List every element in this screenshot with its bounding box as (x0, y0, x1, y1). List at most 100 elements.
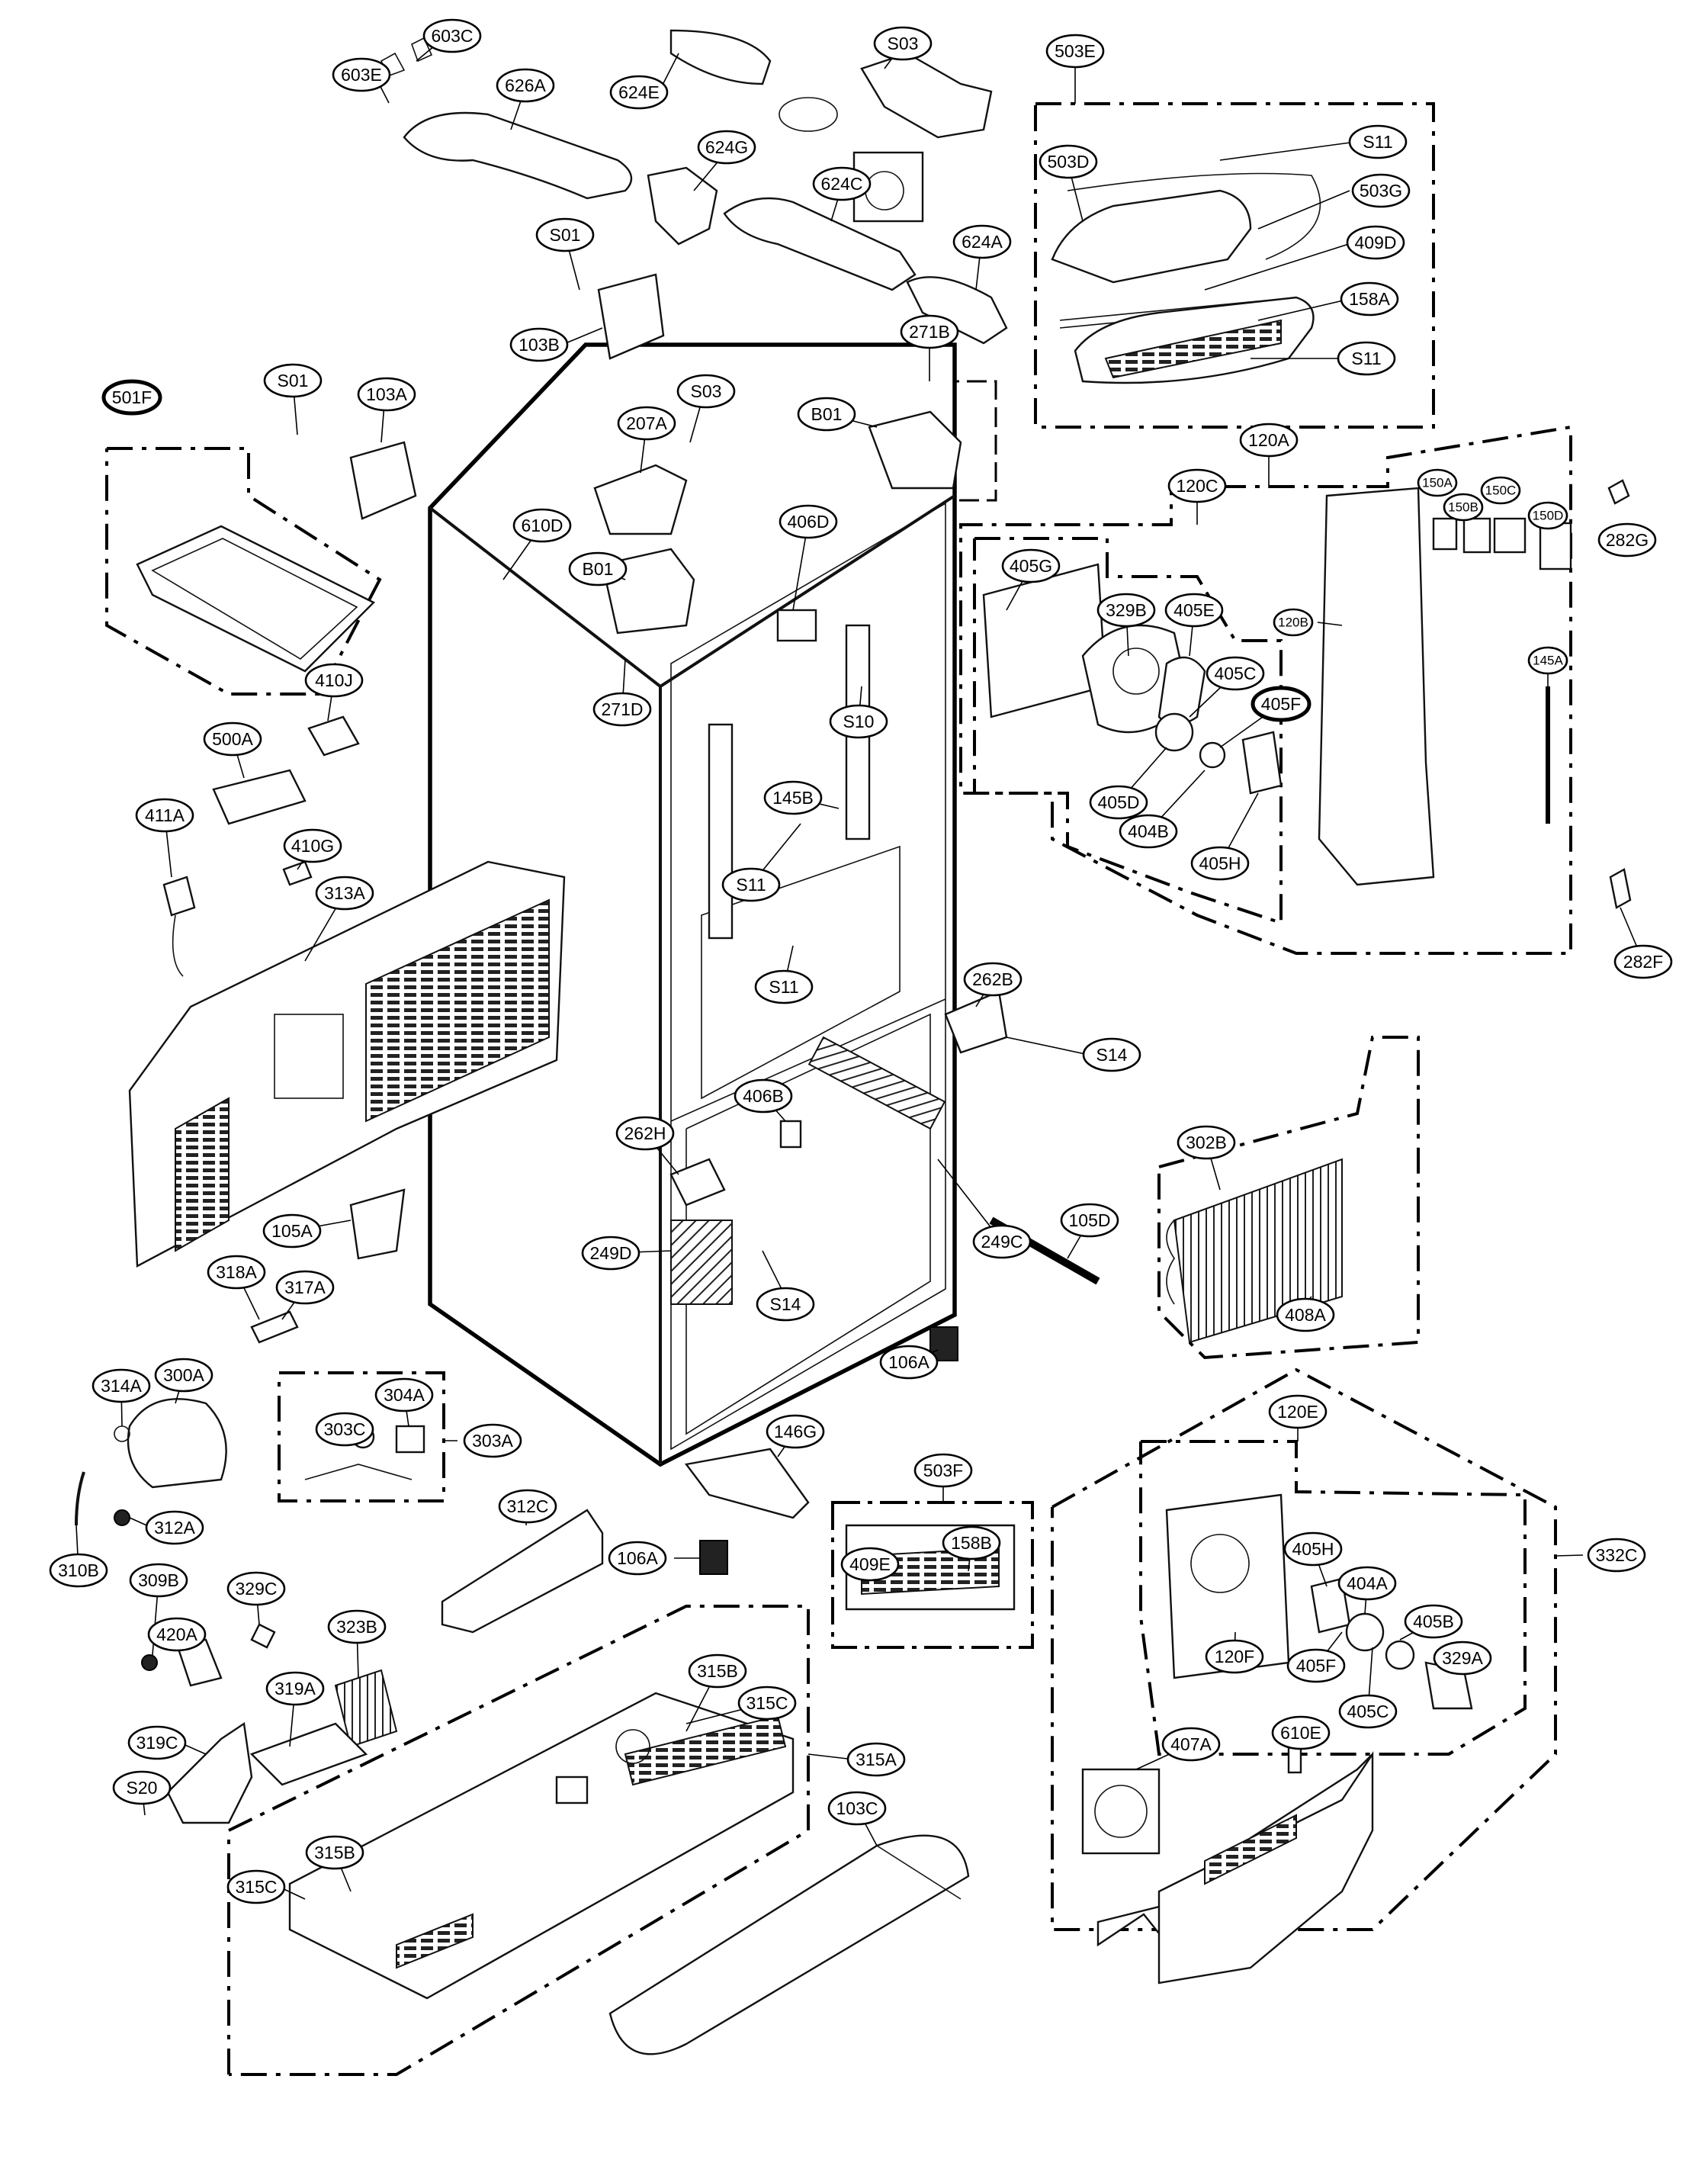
callout-ellipse (263, 363, 323, 398)
callout-406b: 406B (734, 1078, 793, 1114)
callout-408a: 408A (1276, 1297, 1335, 1332)
callout-ellipse (721, 867, 781, 902)
callout-ellipse (779, 504, 838, 539)
callout-ellipse (1480, 476, 1521, 505)
callout-text: 105A (271, 1221, 313, 1241)
hinge-207A (593, 464, 688, 535)
callout-text: 158B (951, 1533, 992, 1553)
cover-312C (441, 1509, 604, 1634)
bracket-146G (684, 1448, 810, 1519)
callout-303a: 303A (463, 1423, 522, 1458)
callout-s03b: S03 (676, 374, 736, 409)
callout-text: 120B (1278, 615, 1308, 630)
callout-text: 319C (136, 1733, 178, 1753)
callout-ellipse (1613, 944, 1673, 979)
callout-text: 329C (236, 1579, 278, 1599)
callout-ellipse (145, 1510, 204, 1545)
callout-103a: 103A (357, 377, 416, 412)
callout-ellipse (1404, 1604, 1463, 1639)
callout-text: S14 (770, 1294, 801, 1314)
callout-ellipse (592, 692, 652, 727)
callout-ellipse (763, 780, 823, 815)
callout-text: 282F (1623, 952, 1663, 972)
callout-ellipse (129, 1563, 188, 1598)
callout-ellipse (147, 1617, 207, 1652)
callout-ellipse (1045, 34, 1105, 69)
callout-329c: 329C (226, 1571, 286, 1606)
callout-ellipse (1177, 1125, 1236, 1160)
callout-text: 624E (618, 82, 660, 102)
callout-ellipse (49, 1553, 108, 1588)
callout-text: 150B (1448, 500, 1478, 515)
callout-text: S14 (1096, 1045, 1128, 1065)
callout-ellipse (1119, 814, 1178, 849)
hinge-271B (868, 410, 962, 490)
callout-ellipse (101, 379, 162, 416)
bracket-262H (669, 1158, 726, 1207)
callout-503d: 503D (1039, 144, 1098, 179)
callout-text: 262H (624, 1123, 666, 1143)
callout-text: 624A (962, 232, 1003, 252)
callout-text: 309B (138, 1570, 179, 1590)
callout-409d: 409D (1346, 225, 1405, 260)
callout-s11c: S11 (721, 867, 781, 902)
callout-404a: 404A (1337, 1566, 1397, 1601)
callout-315c: 315C (737, 1686, 797, 1721)
callout-text: 624C (821, 174, 863, 194)
callout-ellipse (900, 314, 959, 349)
callout-ellipse (1161, 1727, 1221, 1762)
callout-ellipse (1340, 281, 1399, 317)
callout-text: S11 (736, 875, 766, 895)
callout-312c: 312C (498, 1489, 557, 1524)
callout-text: 405F (1261, 694, 1301, 714)
callout-ellipse (913, 1453, 973, 1488)
callout-text: 106A (888, 1352, 929, 1372)
callout-text: 406B (743, 1086, 784, 1106)
callout-150a: 150A (1417, 468, 1458, 497)
callout-text: 150A (1422, 476, 1453, 490)
callout-s11b: S11 (1337, 341, 1396, 376)
callout-ellipse (754, 969, 814, 1004)
callout-150c: 150C (1480, 476, 1521, 505)
callout-ellipse (688, 1653, 747, 1689)
callout-150d: 150D (1527, 501, 1568, 530)
callout-text: 315B (697, 1661, 738, 1681)
callout-s14a: S14 (1082, 1037, 1141, 1072)
bracket-405H (1241, 731, 1283, 795)
callout-146g: 146G (766, 1414, 825, 1449)
callout-120f: 120F (1205, 1639, 1264, 1674)
callout-ellipse (1001, 548, 1061, 583)
callout-405c: 405C (1206, 656, 1265, 691)
callout-ellipse (226, 1571, 286, 1606)
leveling-foot-106A-2 (699, 1540, 728, 1575)
damper-406B (779, 1120, 802, 1149)
callout-ellipse (112, 1770, 172, 1805)
callout-610d: 610D (512, 508, 572, 543)
callout-text: 103B (518, 335, 560, 355)
callout-text: 150C (1485, 484, 1517, 498)
callout-text: 207A (626, 413, 667, 433)
callout-315b2: 315B (305, 1835, 364, 1870)
callout-106a2: 106A (608, 1541, 667, 1576)
callout-ellipse (615, 1116, 675, 1151)
callout-ellipse (609, 75, 669, 110)
callout-ellipse (1205, 1639, 1264, 1674)
pcb-500A (212, 769, 307, 825)
callout-text: 302B (1186, 1133, 1227, 1152)
callout-text: 610D (522, 516, 563, 535)
sensor-410G (282, 860, 313, 886)
callout-145b: 145B (763, 780, 823, 815)
callout-text: 404A (1347, 1573, 1388, 1593)
tray-319A (249, 1722, 368, 1786)
callout-text: S11 (1363, 132, 1392, 152)
callout-302b: 302B (1177, 1125, 1236, 1160)
callout-310b: 310B (49, 1553, 108, 1588)
callout-309b: 309B (129, 1563, 188, 1598)
callout-ellipse (812, 166, 872, 201)
washer-309B (141, 1654, 158, 1671)
callout-ellipse (873, 26, 933, 61)
callout-ellipse (127, 1725, 187, 1760)
callout-text: 314A (101, 1376, 142, 1396)
callout-ellipse (92, 1368, 151, 1403)
callout-ellipse (1417, 468, 1458, 497)
